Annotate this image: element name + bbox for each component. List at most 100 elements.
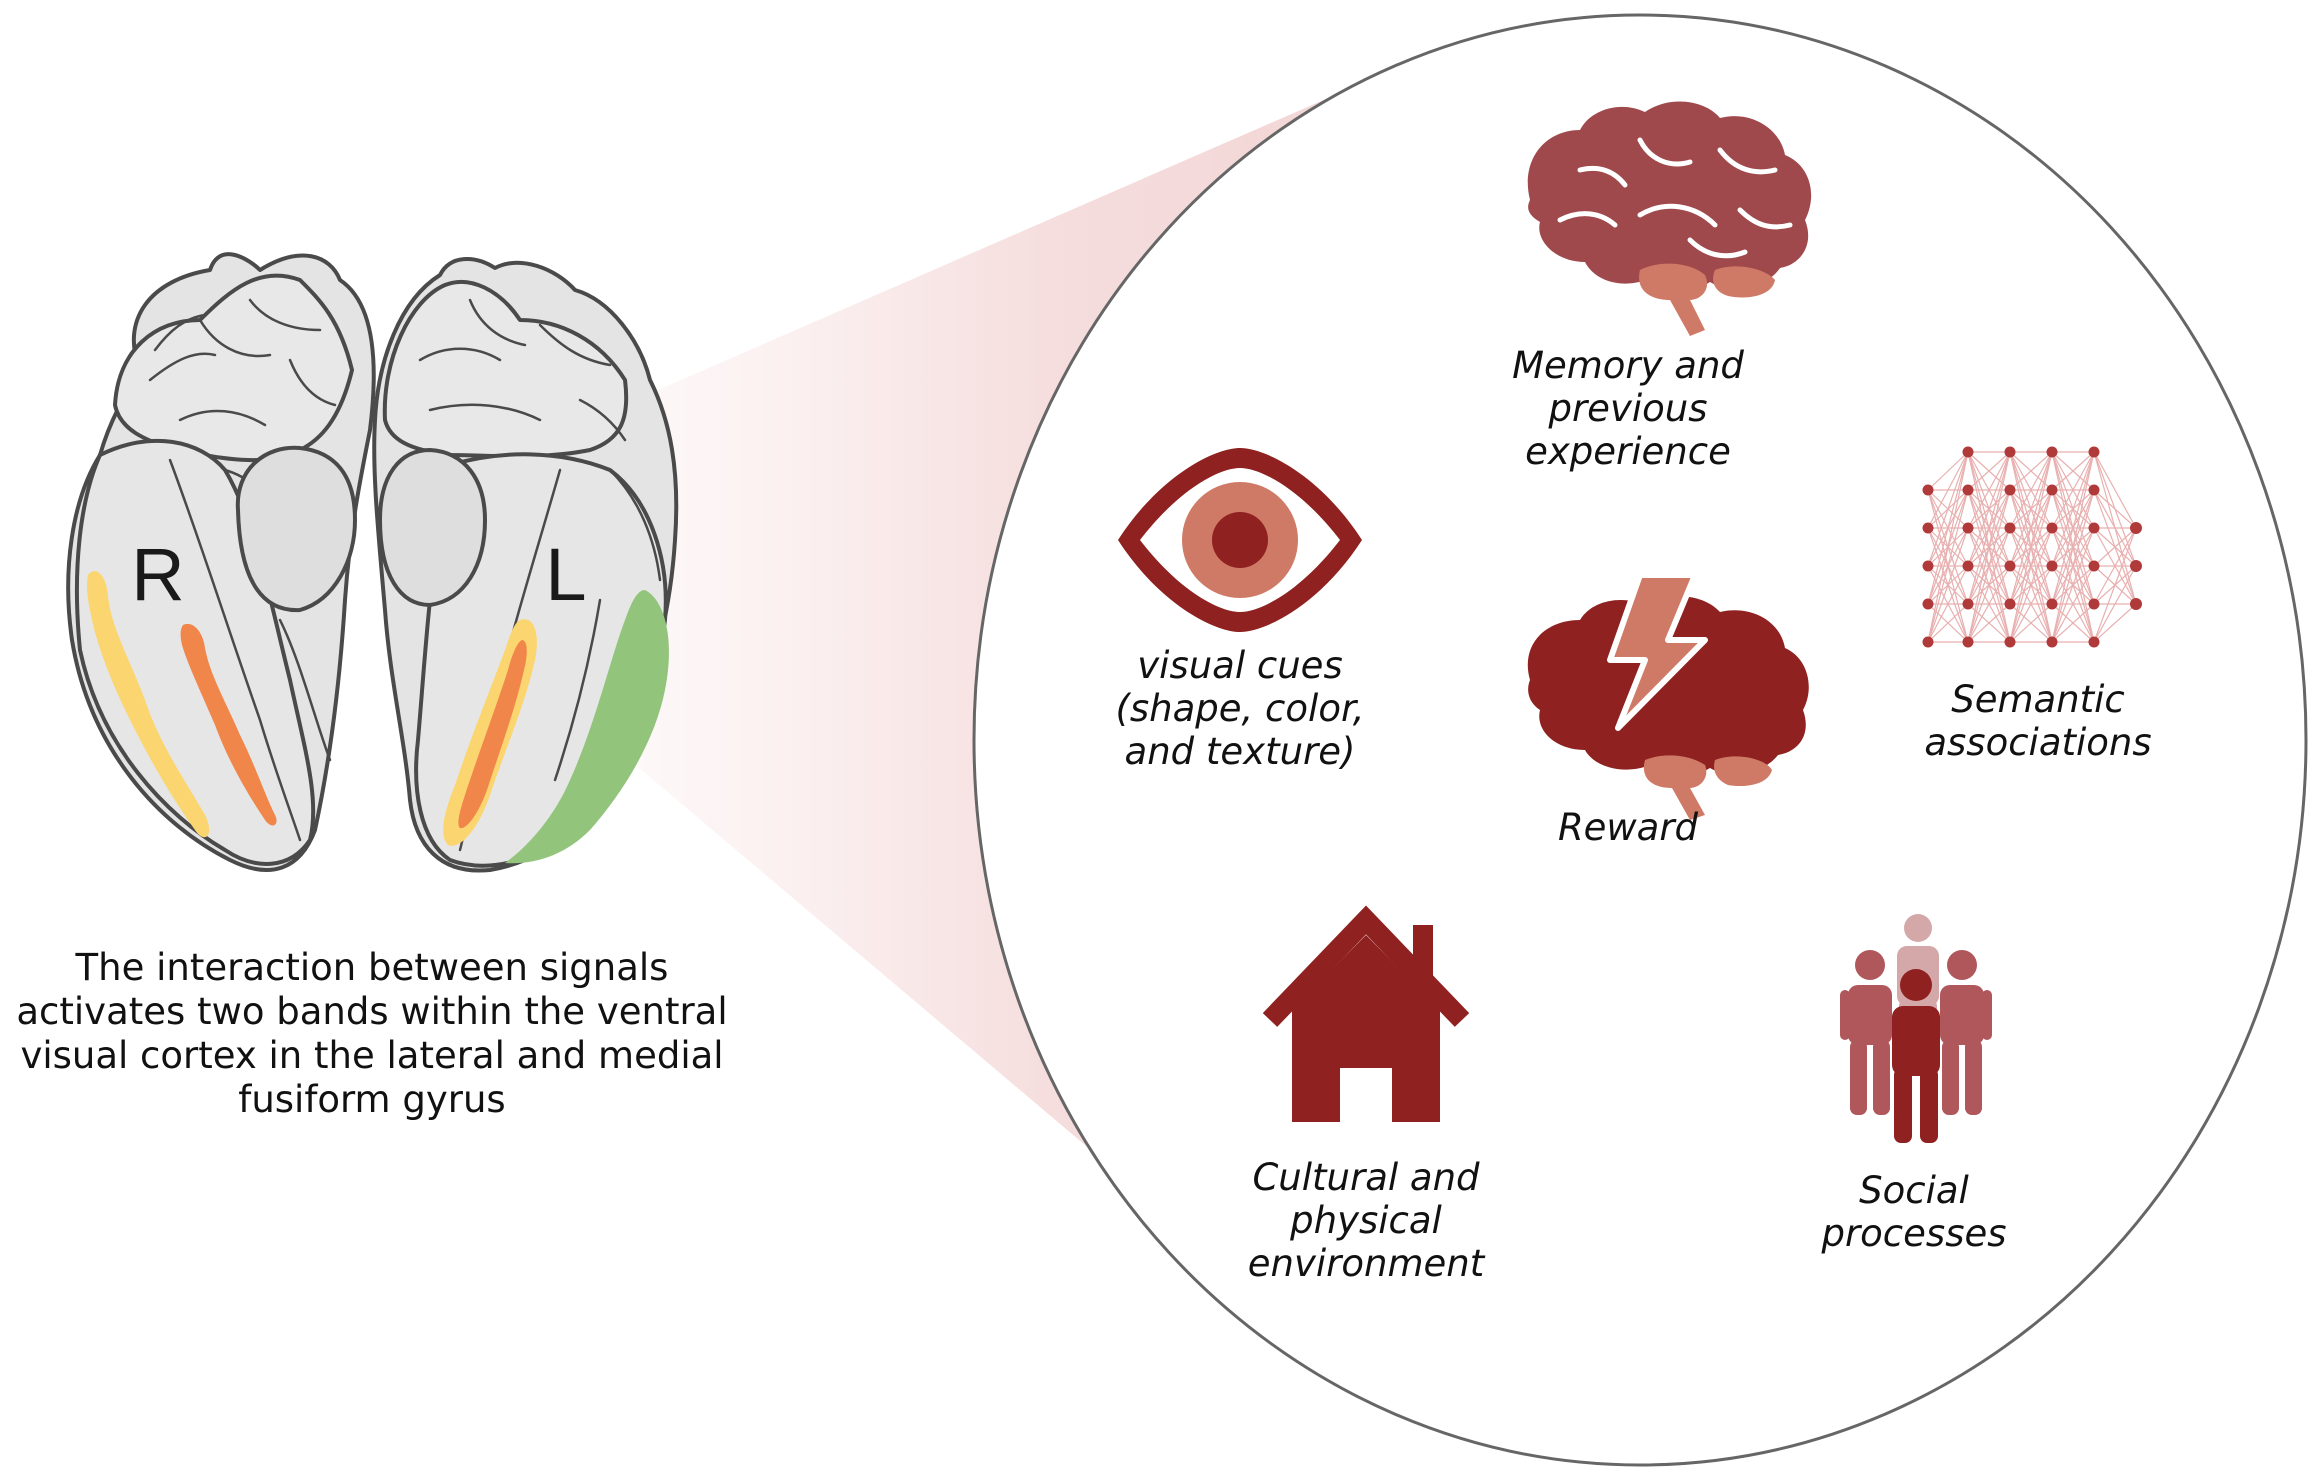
semantic-label: Semantic (1951, 678, 2125, 721)
network-edge (2009, 451, 2053, 567)
network-edge (2009, 451, 2053, 529)
network-edge (1927, 565, 1969, 643)
caption-line: activates two bands within the ventral (16, 990, 727, 1033)
visual-label: visual cues (1137, 644, 1342, 687)
network-edge (1927, 451, 1969, 605)
network-node (2004, 446, 2016, 458)
network-node (2088, 446, 2100, 458)
network-node (2004, 560, 2016, 572)
visual-label: (shape, color, (1115, 687, 1364, 730)
network-edge (1967, 451, 2011, 643)
network-edge (2051, 451, 2095, 491)
network-edge (2051, 527, 2095, 643)
network-edge (2093, 527, 2137, 567)
network-edge (1927, 451, 1969, 643)
network-node (2046, 446, 2058, 458)
people-icon (1840, 914, 1992, 1143)
network-edge (2009, 451, 2053, 605)
network-node (2004, 484, 2016, 496)
network-edge (2051, 451, 2095, 567)
network-edge (2009, 565, 2053, 643)
network-node (2046, 522, 2058, 534)
network-node (2046, 484, 2058, 496)
network-node (1922, 636, 1934, 648)
network-edge (1967, 527, 2011, 643)
network-edge (2051, 489, 2095, 643)
network-node (2130, 560, 2142, 572)
caption-line: visual cortex in the lateral and medial (20, 1034, 723, 1077)
memory-label: experience (1525, 430, 1731, 473)
network-node (1922, 560, 1934, 572)
network-node (1962, 598, 1974, 610)
network-node (2004, 522, 2016, 534)
network-node (2088, 636, 2100, 648)
network-edge (1927, 451, 1969, 529)
cultural-label: Cultural and (1252, 1156, 1480, 1199)
memory-label: previous (1547, 387, 1707, 430)
caption: The interaction between signals activate… (16, 946, 727, 1121)
network-edge (2093, 527, 2137, 605)
network-node (2130, 522, 2142, 534)
ventral-brain (66, 252, 679, 873)
semantic-label: associations (1924, 721, 2151, 764)
right-hemisphere-label: R (131, 533, 184, 616)
cultural-label: physical (1289, 1199, 1442, 1242)
network-edge (1967, 451, 2011, 567)
network-node (1962, 446, 1974, 458)
band-green-left (505, 590, 669, 864)
band-yellow-right (86, 571, 210, 838)
network-edge (2009, 603, 2053, 643)
brain-lightning-icon (1527, 572, 1809, 820)
network-edge (2051, 451, 2095, 605)
network-node (1922, 484, 1934, 496)
caption-line: fusiform gyrus (238, 1078, 505, 1121)
network-edge (2051, 451, 2095, 643)
network-node (1922, 598, 1934, 610)
network-edge (2093, 603, 2137, 643)
network-edge (1967, 451, 2011, 491)
network-edge (2009, 451, 2053, 491)
brain-icon (1527, 101, 1812, 336)
left-hemisphere-label: L (545, 533, 586, 616)
network-edge (2051, 451, 2095, 529)
caption-line: The interaction between signals (75, 946, 669, 989)
network-edge (2093, 565, 2137, 643)
zoom-cone (612, 95, 1335, 1200)
network-node (2088, 522, 2100, 534)
social-label: processes (1820, 1212, 2006, 1255)
house-icon (1262, 905, 1470, 1122)
network-icon (1922, 446, 2142, 648)
network-edge (2009, 451, 2053, 643)
network-edge (1967, 451, 2011, 529)
network-edge (1967, 565, 2011, 643)
network-edge (2009, 489, 2053, 643)
network-edge (1927, 603, 1969, 643)
eye-icon (1118, 448, 1362, 632)
network-edge (2093, 451, 2137, 529)
network-node (1962, 484, 1974, 496)
network-node (2004, 636, 2016, 648)
network-edge (2093, 489, 2137, 529)
network-node (2046, 560, 2058, 572)
network-node (1962, 560, 1974, 572)
network-edge (2093, 527, 2137, 643)
network-node (2088, 560, 2100, 572)
network-node (2046, 636, 2058, 648)
band-orange-left (458, 640, 527, 829)
band-orange-right (180, 623, 277, 826)
network-edge (1927, 451, 1969, 491)
memory-label: Memory and (1512, 344, 1744, 387)
reward-label: Reward (1558, 806, 1699, 849)
network-edge (2051, 565, 2095, 643)
network-edge (1967, 451, 2011, 605)
network-edge (1927, 527, 1969, 643)
network-node (1962, 522, 1974, 534)
network-edge (2051, 603, 2095, 643)
network-edge (2009, 527, 2053, 643)
network-node (2046, 598, 2058, 610)
visual-label: and texture) (1125, 730, 1356, 773)
network-edge (1927, 489, 1969, 643)
network-node (1962, 636, 1974, 648)
network-edge (1927, 451, 1969, 567)
